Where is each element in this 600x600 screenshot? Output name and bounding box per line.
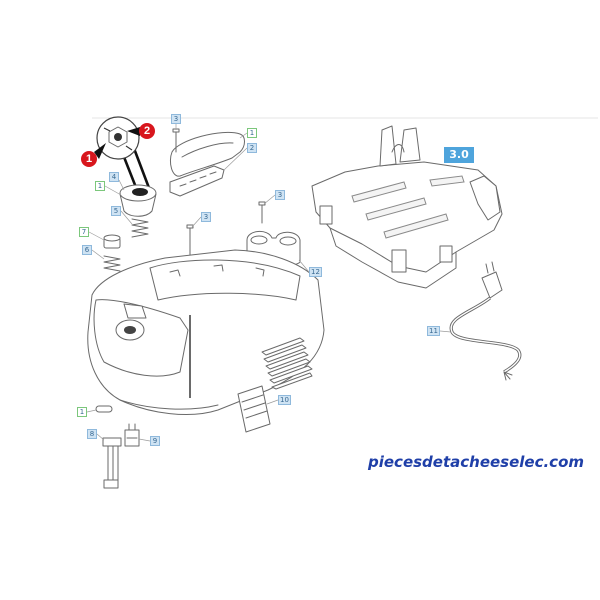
carry-handle	[169, 131, 245, 177]
position-label: 3	[275, 190, 285, 200]
spring-lower	[103, 255, 121, 272]
terminal-connector	[124, 423, 140, 447]
handle-grip-insert	[169, 165, 225, 197]
position-label: 1	[247, 128, 257, 138]
detail-arrow-marker	[103, 127, 133, 151]
wiring-harness	[102, 437, 122, 489]
position-label: 2	[247, 143, 257, 153]
valve-cap	[119, 184, 157, 217]
control-panel-cover	[237, 385, 271, 433]
position-label: 5	[111, 206, 121, 216]
small-seal	[95, 405, 113, 413]
position-label: 9	[150, 436, 160, 446]
vent-slats	[261, 337, 313, 390]
callout-2-pointer	[127, 127, 140, 136]
position-label: 1	[95, 181, 105, 191]
position-label: 10	[278, 395, 291, 405]
position-label: 3	[201, 212, 211, 222]
position-label: 12	[309, 267, 322, 277]
magnification-lines	[122, 149, 151, 192]
leader-lines	[86, 124, 452, 442]
detail-inset	[96, 116, 151, 192]
front-panel	[93, 299, 189, 377]
spring-upper	[131, 218, 149, 238]
position-label: 4	[109, 172, 119, 182]
assembly-label: 3.0	[444, 147, 474, 163]
detail-valve-core	[114, 133, 122, 141]
callout-badge-2: 2	[139, 123, 155, 139]
position-label: 6	[82, 245, 92, 255]
small-cap	[103, 234, 121, 249]
watermark-text: piecesdetacheeselec.com	[368, 453, 584, 471]
position-label: 1	[77, 407, 87, 417]
callout-1-pointer	[94, 143, 106, 159]
power-cord-with-plug	[449, 261, 522, 381]
position-label: 7	[79, 227, 89, 237]
position-label: 3	[171, 114, 181, 124]
position-label: 8	[87, 429, 97, 439]
position-label: 11	[427, 326, 440, 336]
screw-holder	[258, 201, 266, 224]
callout-badge-1: 1	[81, 151, 97, 167]
base-frame-assembly	[311, 125, 503, 289]
